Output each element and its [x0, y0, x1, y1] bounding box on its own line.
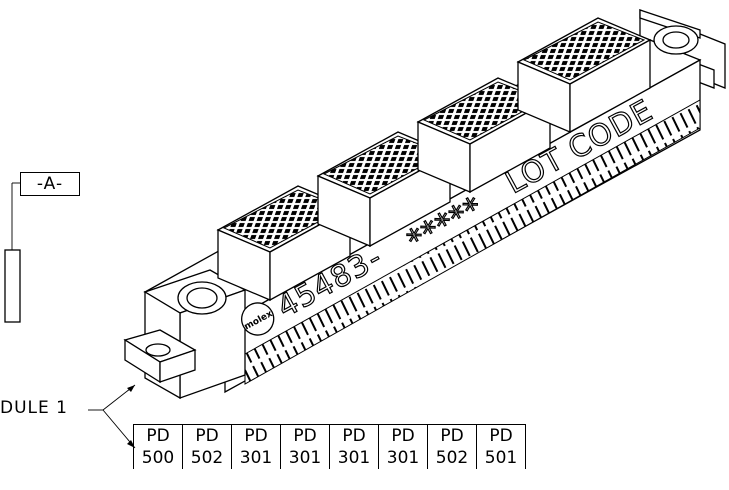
datum-label: -A- — [20, 172, 80, 196]
pd-cell: PD — [329, 424, 379, 447]
pd-code-cell: 301 — [280, 447, 330, 469]
pd-code-cell: 301 — [329, 447, 379, 469]
pd-code-cell: 502 — [427, 447, 477, 469]
pd-code-cell: 501 — [476, 447, 526, 469]
pd-cell: PD — [280, 424, 330, 447]
module-label: DULE 1 — [0, 398, 68, 418]
pd-cell: PD — [182, 424, 232, 447]
pd-prefix-row: PD PD PD PD PD PD PD PD — [133, 424, 526, 447]
molex-logo-icon — [241, 302, 275, 336]
pd-code-cell: 500 — [133, 447, 183, 469]
module-1 — [216, 185, 352, 302]
pd-cell: PD — [427, 424, 477, 447]
module-4 — [516, 17, 652, 134]
module-2 — [316, 131, 452, 248]
pd-cell: PD — [231, 424, 281, 447]
pd-cell: PD — [133, 424, 183, 447]
pd-code-cell: 301 — [378, 447, 428, 469]
module-leader — [88, 384, 136, 449]
pd-cell: PD — [476, 424, 526, 447]
pd-table: PD PD PD PD PD PD PD PD 500 502 301 301 … — [133, 424, 526, 469]
pd-code-cell: 301 — [231, 447, 281, 469]
pd-cell: PD — [378, 424, 428, 447]
datum-symbol — [4, 182, 21, 323]
pd-code-cell: 502 — [182, 447, 232, 469]
pd-code-row: 500 502 301 301 301 301 502 501 — [133, 447, 526, 469]
